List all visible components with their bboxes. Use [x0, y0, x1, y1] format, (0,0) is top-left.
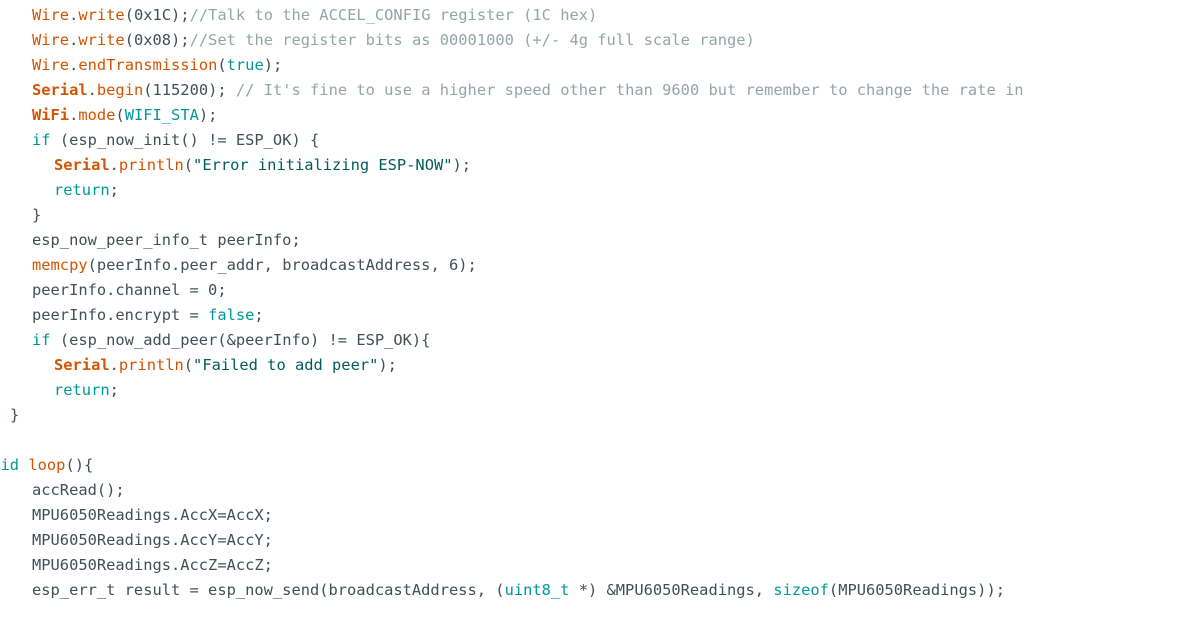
code-line-17[interactable]: } [0, 403, 1189, 428]
code-line-5[interactable]: WiFi.mode(WIFI_STA); [0, 103, 1189, 128]
code-token: Wire [32, 31, 70, 49]
code-token: ; [109, 381, 119, 399]
code-line-18[interactable] [0, 428, 1189, 453]
code-token: loop [28, 456, 66, 474]
code-editor[interactable]: Wire.write(0x1C);//Talk to the ACCEL_CON… [0, 3, 1189, 637]
code-token: MPU6050Readings.AccX=AccX; [32, 506, 273, 524]
code-token: (0x1C); [124, 6, 190, 24]
code-token: write [78, 31, 125, 49]
code-token: begin [96, 81, 144, 99]
code-token: peerInfo.channel = 0; [32, 281, 227, 299]
code-line-7[interactable]: Serial.println("Error initializing ESP-N… [0, 153, 1189, 178]
code-token: ); [198, 106, 218, 124]
code-token: //Set the register bits as 00001000 (+/-… [189, 31, 755, 49]
code-token: accRead(); [32, 481, 125, 499]
code-token: Serial [54, 156, 110, 174]
code-token: peerInfo.encrypt = [32, 306, 209, 324]
code-token: println [118, 356, 184, 374]
code-token: . [69, 56, 79, 74]
code-token: WiFi [32, 106, 70, 124]
code-line-13[interactable]: peerInfo.encrypt = false; [0, 303, 1189, 328]
code-token: if [32, 131, 51, 149]
code-token: return [54, 181, 110, 199]
code-token: Serial [54, 356, 110, 374]
code-token: write [78, 6, 125, 24]
code-token: ); [378, 356, 397, 374]
code-line-11[interactable]: memcpy(peerInfo.peer_addr, broadcastAddr… [0, 253, 1189, 278]
code-token: MPU6050Readings.AccZ=AccZ; [32, 556, 273, 574]
code-token: Serial [32, 81, 88, 99]
code-token: (){ [65, 456, 94, 474]
code-token: (0x08); [124, 31, 190, 49]
code-line-12[interactable]: peerInfo.channel = 0; [0, 278, 1189, 303]
code-line-14[interactable]: if (esp_now_add_peer(&peerInfo) != ESP_O… [0, 328, 1189, 353]
code-token: ); [452, 156, 472, 174]
code-line-10[interactable]: esp_now_peer_info_t peerInfo; [0, 228, 1189, 253]
code-token: return [54, 381, 110, 399]
code-token: } [32, 206, 42, 224]
code-token: sizeof [773, 581, 829, 599]
code-token: WIFI_STA [124, 106, 199, 124]
code-line-9[interactable]: } [0, 203, 1189, 228]
code-token: *) &MPU6050Readings, [569, 581, 774, 599]
code-lines: Wire.write(0x1C);//Talk to the ACCEL_CON… [0, 3, 1189, 603]
code-token: mode [78, 106, 116, 124]
code-line-21[interactable]: MPU6050Readings.AccX=AccX; [0, 503, 1189, 528]
code-token: endTransmission [78, 56, 218, 74]
code-token: ( [183, 156, 194, 174]
code-token: (peerInfo.peer_addr, broadcastAddress, 6… [87, 256, 477, 274]
code-line-16[interactable]: return; [0, 378, 1189, 403]
code-line-3[interactable]: Wire.endTransmission(true); [0, 53, 1189, 78]
code-line-24[interactable]: esp_err_t result = esp_now_send(broadcas… [0, 578, 1189, 603]
code-line-15[interactable]: Serial.println("Failed to add peer"); [0, 353, 1189, 378]
code-line-22[interactable]: MPU6050Readings.AccY=AccY; [0, 528, 1189, 553]
code-token: "Failed to add peer" [193, 356, 379, 374]
code-line-4[interactable]: Serial.begin(115200); // It's fine to us… [0, 78, 1189, 103]
code-token: true [226, 56, 264, 74]
code-token: } [10, 406, 20, 424]
code-token: esp_now_peer_info_t peerInfo; [32, 231, 301, 249]
code-line-19[interactable]: void loop(){ [0, 453, 1189, 478]
code-line-1[interactable]: Wire.write(0x1C);//Talk to the ACCEL_CON… [0, 3, 1189, 28]
code-token: esp_err_t result = esp_now_send(broadcas… [32, 581, 505, 599]
code-token: ( [183, 356, 194, 374]
code-token: // It's fine to use a higher speed other… [235, 81, 1024, 99]
code-token: (115200); [143, 81, 236, 99]
code-token [19, 456, 28, 474]
code-token: //Talk to the ACCEL_CONFIG register (1C … [189, 6, 598, 24]
code-token: if [32, 331, 51, 349]
code-token: false [208, 306, 255, 324]
code-token: "Error initializing ESP-NOW" [193, 156, 453, 174]
code-token: ; [254, 306, 264, 324]
code-token: . [69, 31, 79, 49]
code-token: void [0, 456, 20, 474]
code-token: . [69, 6, 79, 24]
code-token: . [109, 356, 119, 374]
code-token: memcpy [32, 256, 88, 274]
code-token: (esp_now_init() != ESP_OK) { [50, 131, 320, 149]
code-token: MPU6050Readings.AccY=AccY; [32, 531, 273, 549]
code-line-2[interactable]: Wire.write(0x08);//Set the register bits… [0, 28, 1189, 53]
code-token: ; [109, 181, 119, 199]
code-token: Wire [32, 6, 70, 24]
code-token: ); [263, 56, 283, 74]
code-token: . [87, 81, 97, 99]
code-line-23[interactable]: MPU6050Readings.AccZ=AccZ; [0, 553, 1189, 578]
code-token: ( [115, 106, 125, 124]
code-token: (MPU6050Readings)); [828, 581, 1005, 599]
code-line-20[interactable]: accRead(); [0, 478, 1189, 503]
code-token: println [118, 156, 184, 174]
code-token: (esp_now_add_peer(&peerInfo) != ESP_OK){ [50, 331, 431, 349]
code-token: Wire [32, 56, 70, 74]
code-token: . [109, 156, 119, 174]
code-line-8[interactable]: return; [0, 178, 1189, 203]
code-token: uint8_t [504, 581, 570, 599]
code-line-6[interactable]: if (esp_now_init() != ESP_OK) { [0, 128, 1189, 153]
code-token: ( [217, 56, 227, 74]
code-token: . [69, 106, 79, 124]
